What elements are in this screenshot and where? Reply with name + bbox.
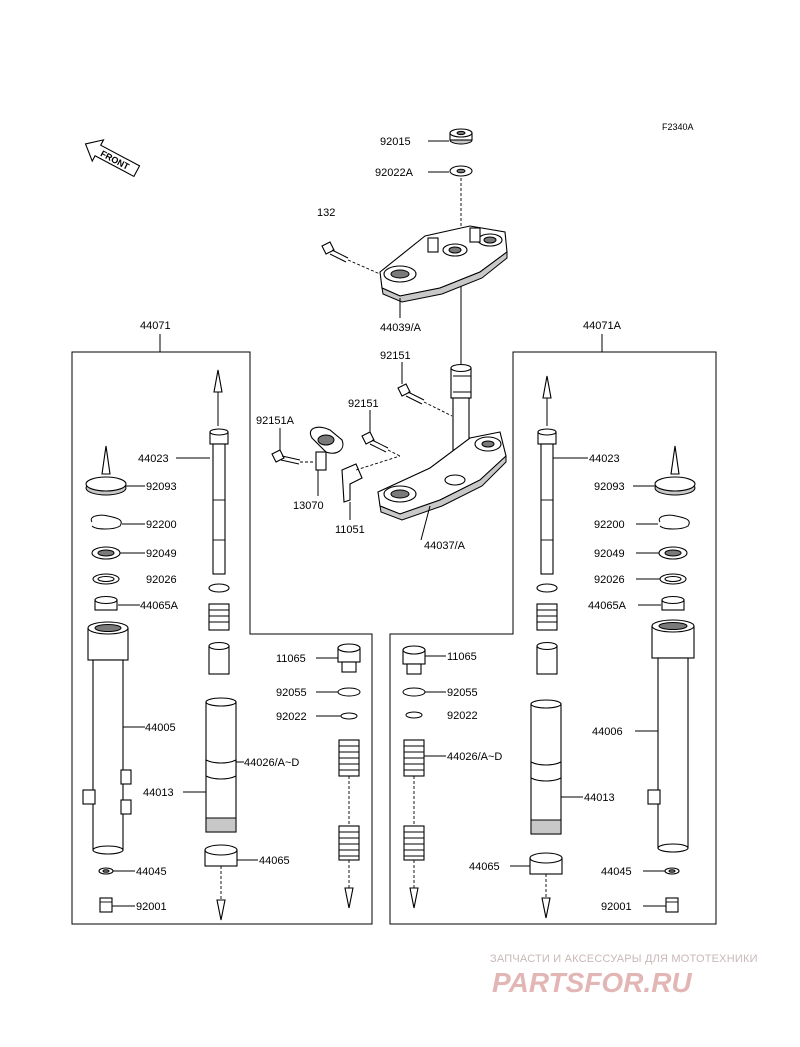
clamp-13070 <box>310 426 344 471</box>
right-fork-assembly-frame <box>389 351 717 925</box>
right-oil-seal-92049 <box>658 546 688 560</box>
upper-bracket-44039 <box>379 225 508 303</box>
left-dust-seal-92093 <box>85 445 127 496</box>
label-92151-upper: 92151 <box>380 350 411 362</box>
watermark-logo: PARTSFOR.RU <box>492 967 692 998</box>
right-spring-44026 <box>403 739 425 909</box>
label-left-92022: 92022 <box>276 711 307 723</box>
stem-nut-92015 <box>449 128 473 145</box>
label-right-92049: 92049 <box>594 548 625 560</box>
label-right-44026: 44026/A~D <box>447 751 502 763</box>
right-cap-bolt-11065 <box>402 645 426 675</box>
right-washer-44045 <box>664 867 680 875</box>
left-o-ring-92055 <box>337 687 361 697</box>
left-spring-44026 <box>338 739 360 909</box>
label-92015: 92015 <box>380 136 411 148</box>
bracket-11051 <box>341 455 401 503</box>
left-fork-assembly-frame <box>71 351 373 925</box>
label-left-92026: 92026 <box>146 574 177 586</box>
bolt-92151-upper <box>397 383 453 417</box>
label-right-92093: 92093 <box>594 481 625 493</box>
label-left-11065: 11065 <box>276 653 306 665</box>
steering-stem-44037 <box>377 363 507 521</box>
label-right-44065: 44065 <box>469 861 500 873</box>
right-dust-seal-92093 <box>654 445 696 496</box>
right-inner-tube-44013 <box>530 699 562 835</box>
left-damper-rod <box>208 369 230 675</box>
label-44071A: 44071A <box>583 320 622 332</box>
label-left-44065A: 44065A <box>140 600 179 612</box>
right-retaining-clip-92200 <box>658 514 690 530</box>
label-left-44013: 44013 <box>143 787 174 799</box>
left-bushing-44065 <box>204 844 238 867</box>
label-left-92049: 92049 <box>146 548 177 560</box>
right-damper-rod <box>536 375 558 675</box>
label-92151A: 92151A <box>256 415 295 427</box>
right-bolt-92001 <box>665 897 679 913</box>
label-right-44023: 44023 <box>589 453 620 465</box>
label-right-92200: 92200 <box>594 519 625 531</box>
label-left-92093: 92093 <box>146 481 177 493</box>
left-washer-92022 <box>340 712 358 720</box>
label-13070: 13070 <box>293 500 324 512</box>
label-left-92200: 92200 <box>146 519 177 531</box>
label-right-11065: 11065 <box>447 651 477 663</box>
left-outer-tube-44005 <box>82 621 132 855</box>
label-right-92001: 92001 <box>601 901 632 913</box>
label-right-44045: 44045 <box>601 866 632 878</box>
label-44037A: 44037/A <box>424 540 466 552</box>
left-retaining-clip-92200 <box>90 514 122 530</box>
label-left-44005: 44005 <box>145 722 176 734</box>
left-cap-bolt-11065 <box>337 643 361 673</box>
left-washer-44045 <box>98 867 114 875</box>
front-arrow-icon: FRONT <box>84 139 141 178</box>
right-washer-92026 <box>659 573 687 585</box>
label-132: 132 <box>317 207 335 219</box>
washer-92022A <box>449 165 473 177</box>
left-washer-92026 <box>92 573 120 585</box>
label-left-92055: 92055 <box>276 687 307 699</box>
right-outer-tube-44006 <box>647 619 695 853</box>
label-right-92022: 92022 <box>447 710 478 722</box>
label-44039A: 44039/A <box>380 322 422 334</box>
diagram-ref-code: F2340A <box>662 122 694 132</box>
right-o-ring-92055 <box>402 687 426 697</box>
left-oil-seal-92049 <box>91 546 121 560</box>
label-left-44045: 44045 <box>136 866 167 878</box>
label-right-44006: 44006 <box>592 726 623 738</box>
right-bushing-44065A <box>661 595 685 611</box>
left-bushing-44065A <box>94 595 118 611</box>
left-bolt-92001 <box>99 897 113 913</box>
label-92022A: 92022A <box>375 167 414 179</box>
label-right-92055: 92055 <box>447 687 478 699</box>
label-right-44013: 44013 <box>584 792 615 804</box>
right-washer-92022 <box>405 711 423 719</box>
bolt-92151A <box>271 449 314 465</box>
label-44071: 44071 <box>140 320 171 332</box>
left-inner-tube-44013 <box>205 697 237 833</box>
label-11051: 11051 <box>335 524 365 536</box>
label-left-44026: 44026/A~D <box>244 757 299 769</box>
bolt-132 <box>321 241 381 275</box>
label-92151-lower: 92151 <box>348 398 379 410</box>
bolt-92151-lower <box>361 431 401 457</box>
label-left-44023: 44023 <box>138 453 169 465</box>
right-bushing-44065 <box>529 852 563 875</box>
watermark-caption: ЗАПЧАСТИ И АКСЕССУАРЫ ДЛЯ МОТОТЕХНИКИ <box>490 953 758 965</box>
label-left-44065: 44065 <box>259 855 290 867</box>
label-right-44065A: 44065A <box>588 600 627 612</box>
label-left-92001: 92001 <box>136 901 167 913</box>
label-right-92026: 92026 <box>594 574 625 586</box>
